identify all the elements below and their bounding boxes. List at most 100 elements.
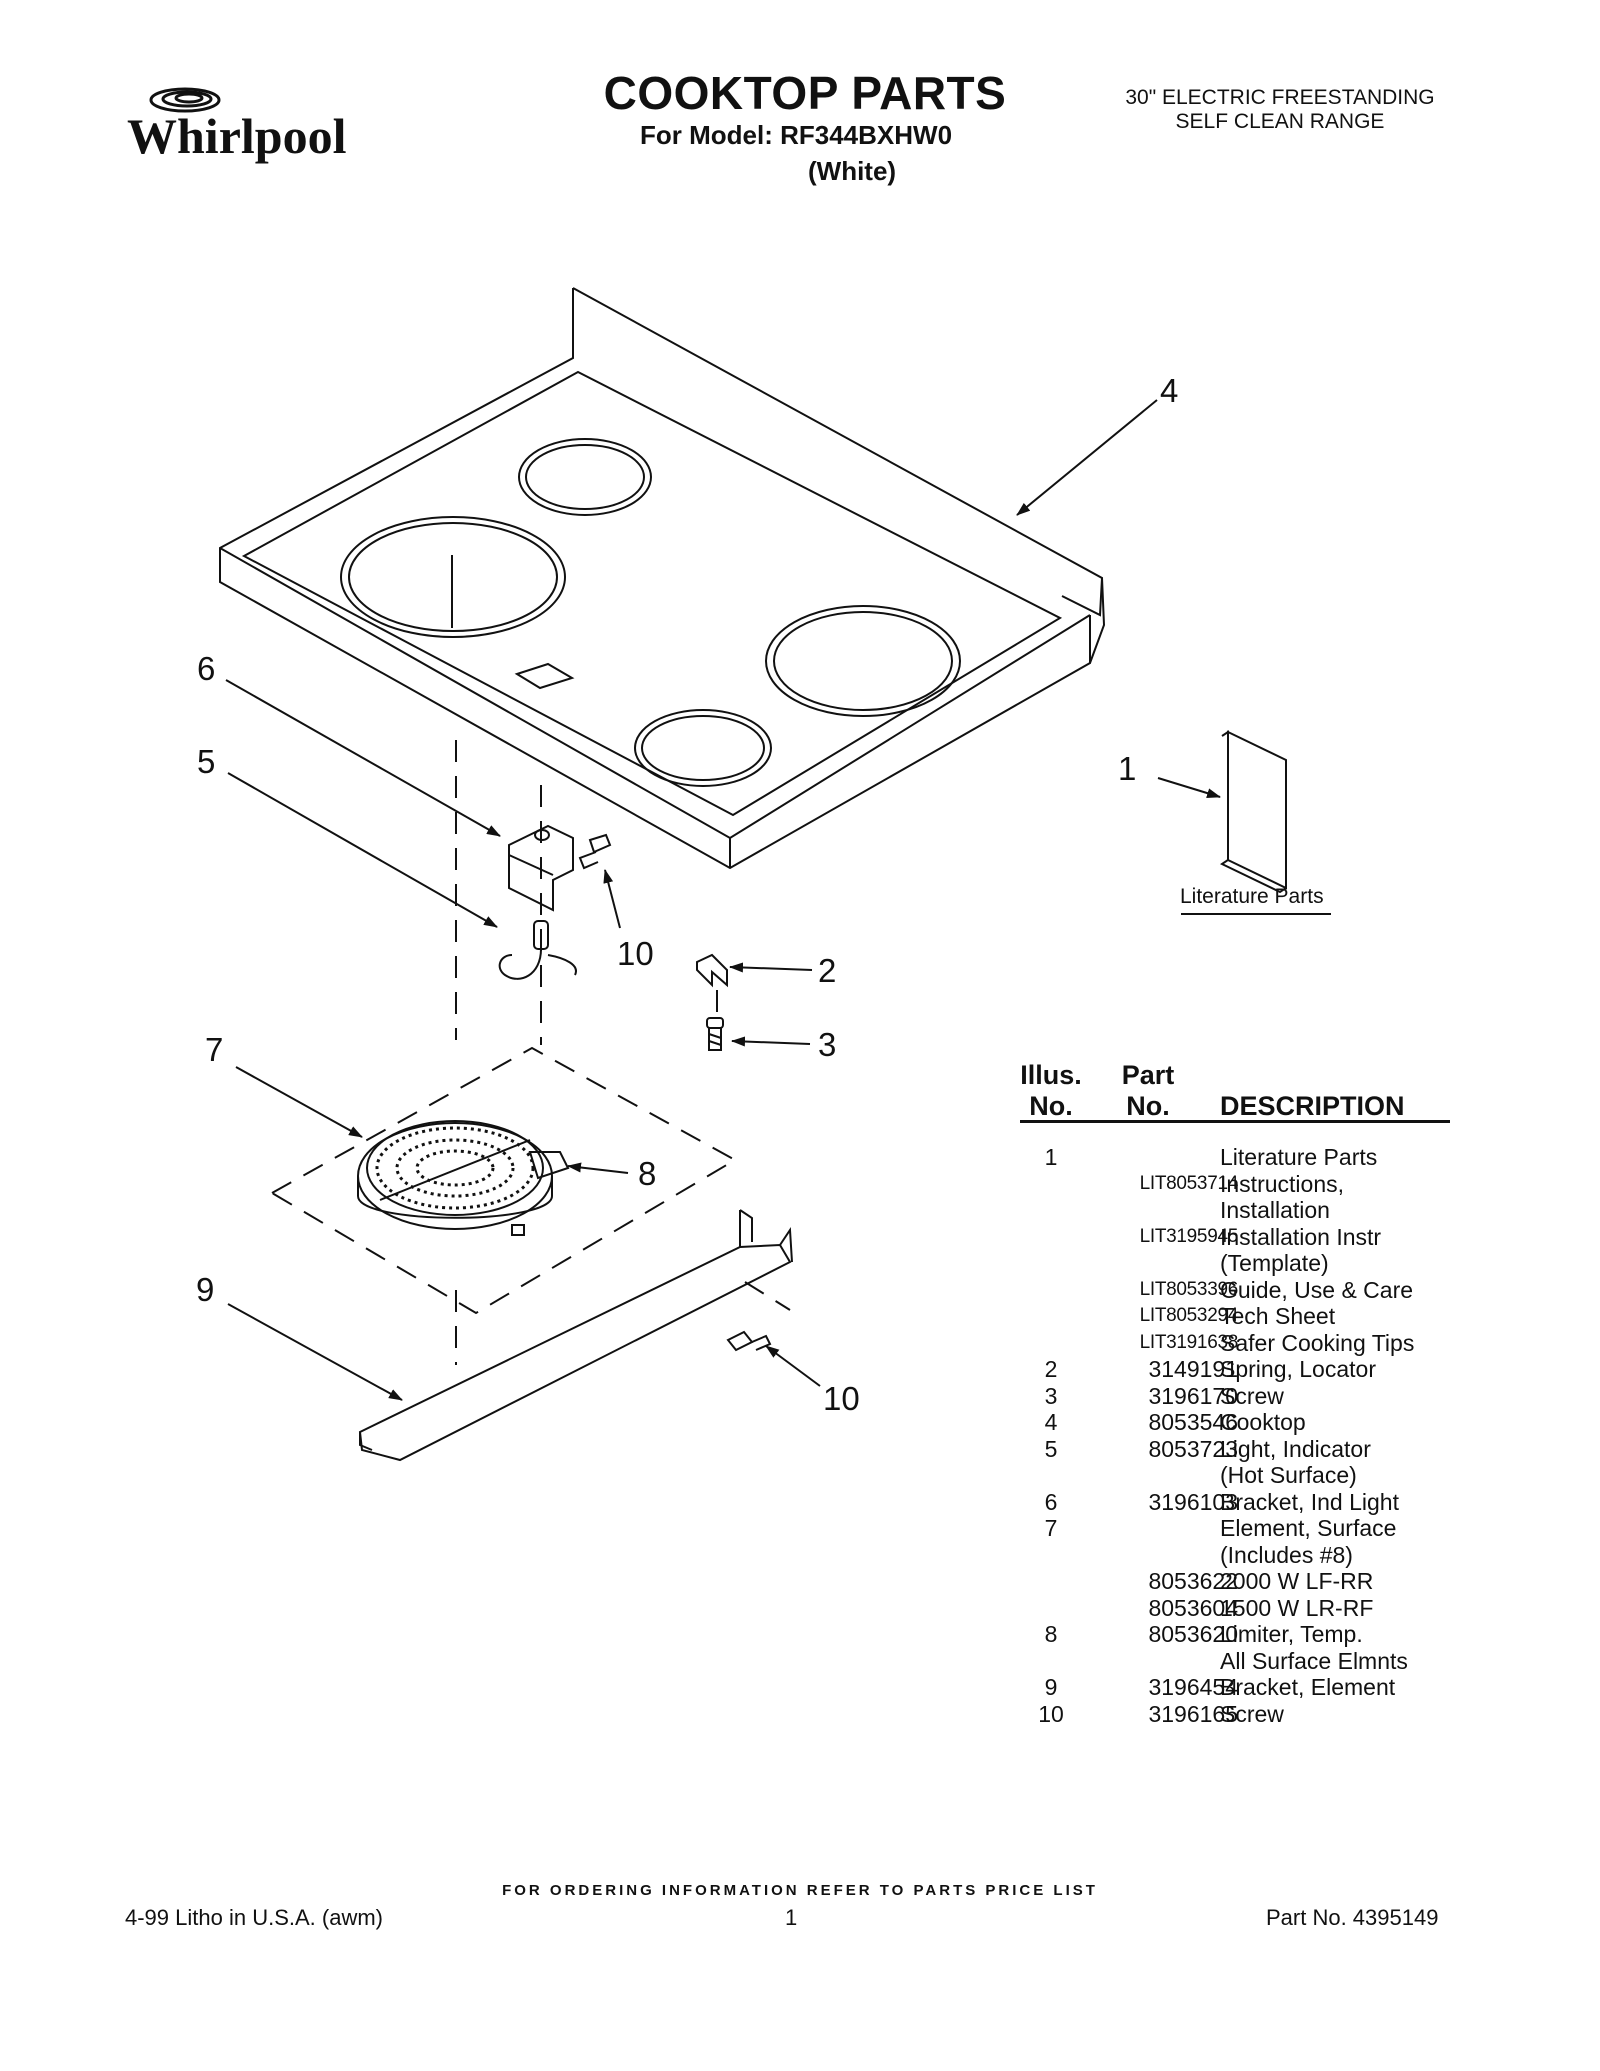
callout-3: 3 — [818, 1026, 836, 1063]
part-description: Screw — [1220, 1382, 1284, 1409]
litho-info: 4-99 Litho in U.S.A. (awm) — [125, 1905, 383, 1930]
part-description: Installation — [1220, 1197, 1330, 1223]
part-number: 3196454 — [1148, 1674, 1238, 1700]
literature-label-underline — [1181, 913, 1331, 915]
cooktop-part — [219, 287, 1106, 870]
swirl-icon — [149, 87, 221, 113]
part-description: Tech Sheet — [1220, 1303, 1336, 1329]
table-row: All Surface Elmnts — [1020, 1648, 1460, 1675]
part-number: 8053723 — [1148, 1435, 1238, 1462]
illus-number: 10 — [1038, 1700, 1064, 1727]
part-description: (Hot Surface) — [1220, 1462, 1357, 1488]
table-row: (Includes #8) — [1020, 1542, 1460, 1569]
callout-10-top: 10 — [617, 935, 654, 972]
element-bracket — [358, 1209, 793, 1462]
literature-parts-label: Literature Parts — [1180, 885, 1324, 908]
illus-number: 6 — [1044, 1488, 1058, 1515]
part-number: 8053620 — [1148, 1621, 1238, 1647]
page-title: COOKTOP PARTS — [603, 67, 1007, 119]
part-description: (Includes #8) — [1220, 1541, 1353, 1568]
header-illus: Illus. No. — [1020, 1060, 1082, 1122]
model-line: For Model: RF344BXHW0 — [640, 120, 953, 150]
illus-number: 1 — [1044, 1144, 1058, 1170]
illus-number: 5 — [1044, 1435, 1058, 1462]
part-description: Screw — [1220, 1700, 1284, 1727]
part-number: 3196165 — [1148, 1700, 1238, 1727]
part-number: LIT3195945 — [1139, 1225, 1239, 1247]
part-description: All Surface Elmnts — [1220, 1647, 1408, 1674]
part-description: Guide, Use & Care — [1220, 1276, 1414, 1303]
callout-7: 7 — [205, 1031, 223, 1068]
brand-wordmark: Whirlpool — [127, 108, 347, 164]
callout-5: 5 — [197, 743, 215, 780]
literature-parts-book — [1219, 730, 1287, 894]
indicator-light-bracket — [508, 824, 612, 912]
guide-lines — [269, 740, 791, 1365]
whirlpool-logo: Whirlpool — [127, 87, 347, 164]
part-number: 3196103 — [1148, 1488, 1238, 1515]
screw-10 — [726, 1330, 772, 1352]
callout-8: 8 — [638, 1155, 656, 1192]
part-description: Bracket, Element — [1220, 1674, 1396, 1700]
illus-number: 2 — [1044, 1356, 1058, 1382]
callout-10-bottom: 10 — [823, 1380, 860, 1417]
locator-spring — [696, 953, 728, 988]
part-number: 8053604 — [1148, 1594, 1238, 1621]
callout-leaders — [225, 399, 1221, 1401]
part-description: Literature Parts — [1220, 1144, 1378, 1170]
document-part-number: Part No. 4395149 — [1266, 1905, 1439, 1930]
part-number: 3196170 — [1148, 1382, 1238, 1409]
part-description: Safer Cooking Tips — [1220, 1329, 1415, 1356]
part-number: LIT8053294 — [1139, 1305, 1239, 1326]
illus-number: 7 — [1044, 1515, 1058, 1541]
header-rule — [1020, 1120, 1450, 1123]
callout-2: 2 — [818, 952, 836, 989]
part-number: LIT8053714 — [1139, 1172, 1239, 1194]
header-illus-line2: No. — [1029, 1091, 1073, 1121]
indicator-light — [498, 920, 577, 980]
temp-limiter — [511, 1151, 570, 1236]
part-description: Light, Indicator — [1220, 1435, 1371, 1462]
part-description: (Template) — [1220, 1250, 1329, 1276]
illus-number: 3 — [1044, 1382, 1058, 1409]
header-part-line2: No. — [1126, 1091, 1170, 1121]
table-row: 1 Literature Parts — [1020, 1144, 1460, 1171]
header-illus-line1: Illus. — [1020, 1060, 1082, 1090]
part-number: 3149191 — [1148, 1356, 1238, 1382]
page-number: 1 — [785, 1905, 798, 1930]
part-number: LIT3191638 — [1139, 1331, 1239, 1353]
callout-1: 1 — [1118, 750, 1136, 787]
part-number: LIT8053396 — [1139, 1278, 1239, 1300]
part-number: 8053622 — [1148, 1568, 1238, 1594]
part-description: Element, Surface — [1220, 1515, 1397, 1541]
ordering-note: FOR ORDERING INFORMATION REFER TO PARTS … — [502, 1882, 1098, 1899]
illus-number: 9 — [1044, 1674, 1058, 1700]
callout-4: 4 — [1160, 372, 1178, 409]
part-description: 2000 W LF-RR — [1220, 1568, 1374, 1594]
range-type-line1: 30" ELECTRIC FREESTANDING — [1125, 86, 1435, 109]
header-part-line1: Part — [1121, 1060, 1175, 1090]
illus-number: 4 — [1044, 1409, 1058, 1435]
illus-number: 8 — [1044, 1621, 1058, 1647]
part-description: Installation Instr — [1220, 1223, 1382, 1250]
header-description: DESCRIPTION — [1220, 1091, 1405, 1121]
callout-9: 9 — [196, 1271, 214, 1308]
table-row: Installation — [1020, 1197, 1460, 1224]
part-description: 1500 W LR-RF — [1220, 1594, 1374, 1621]
